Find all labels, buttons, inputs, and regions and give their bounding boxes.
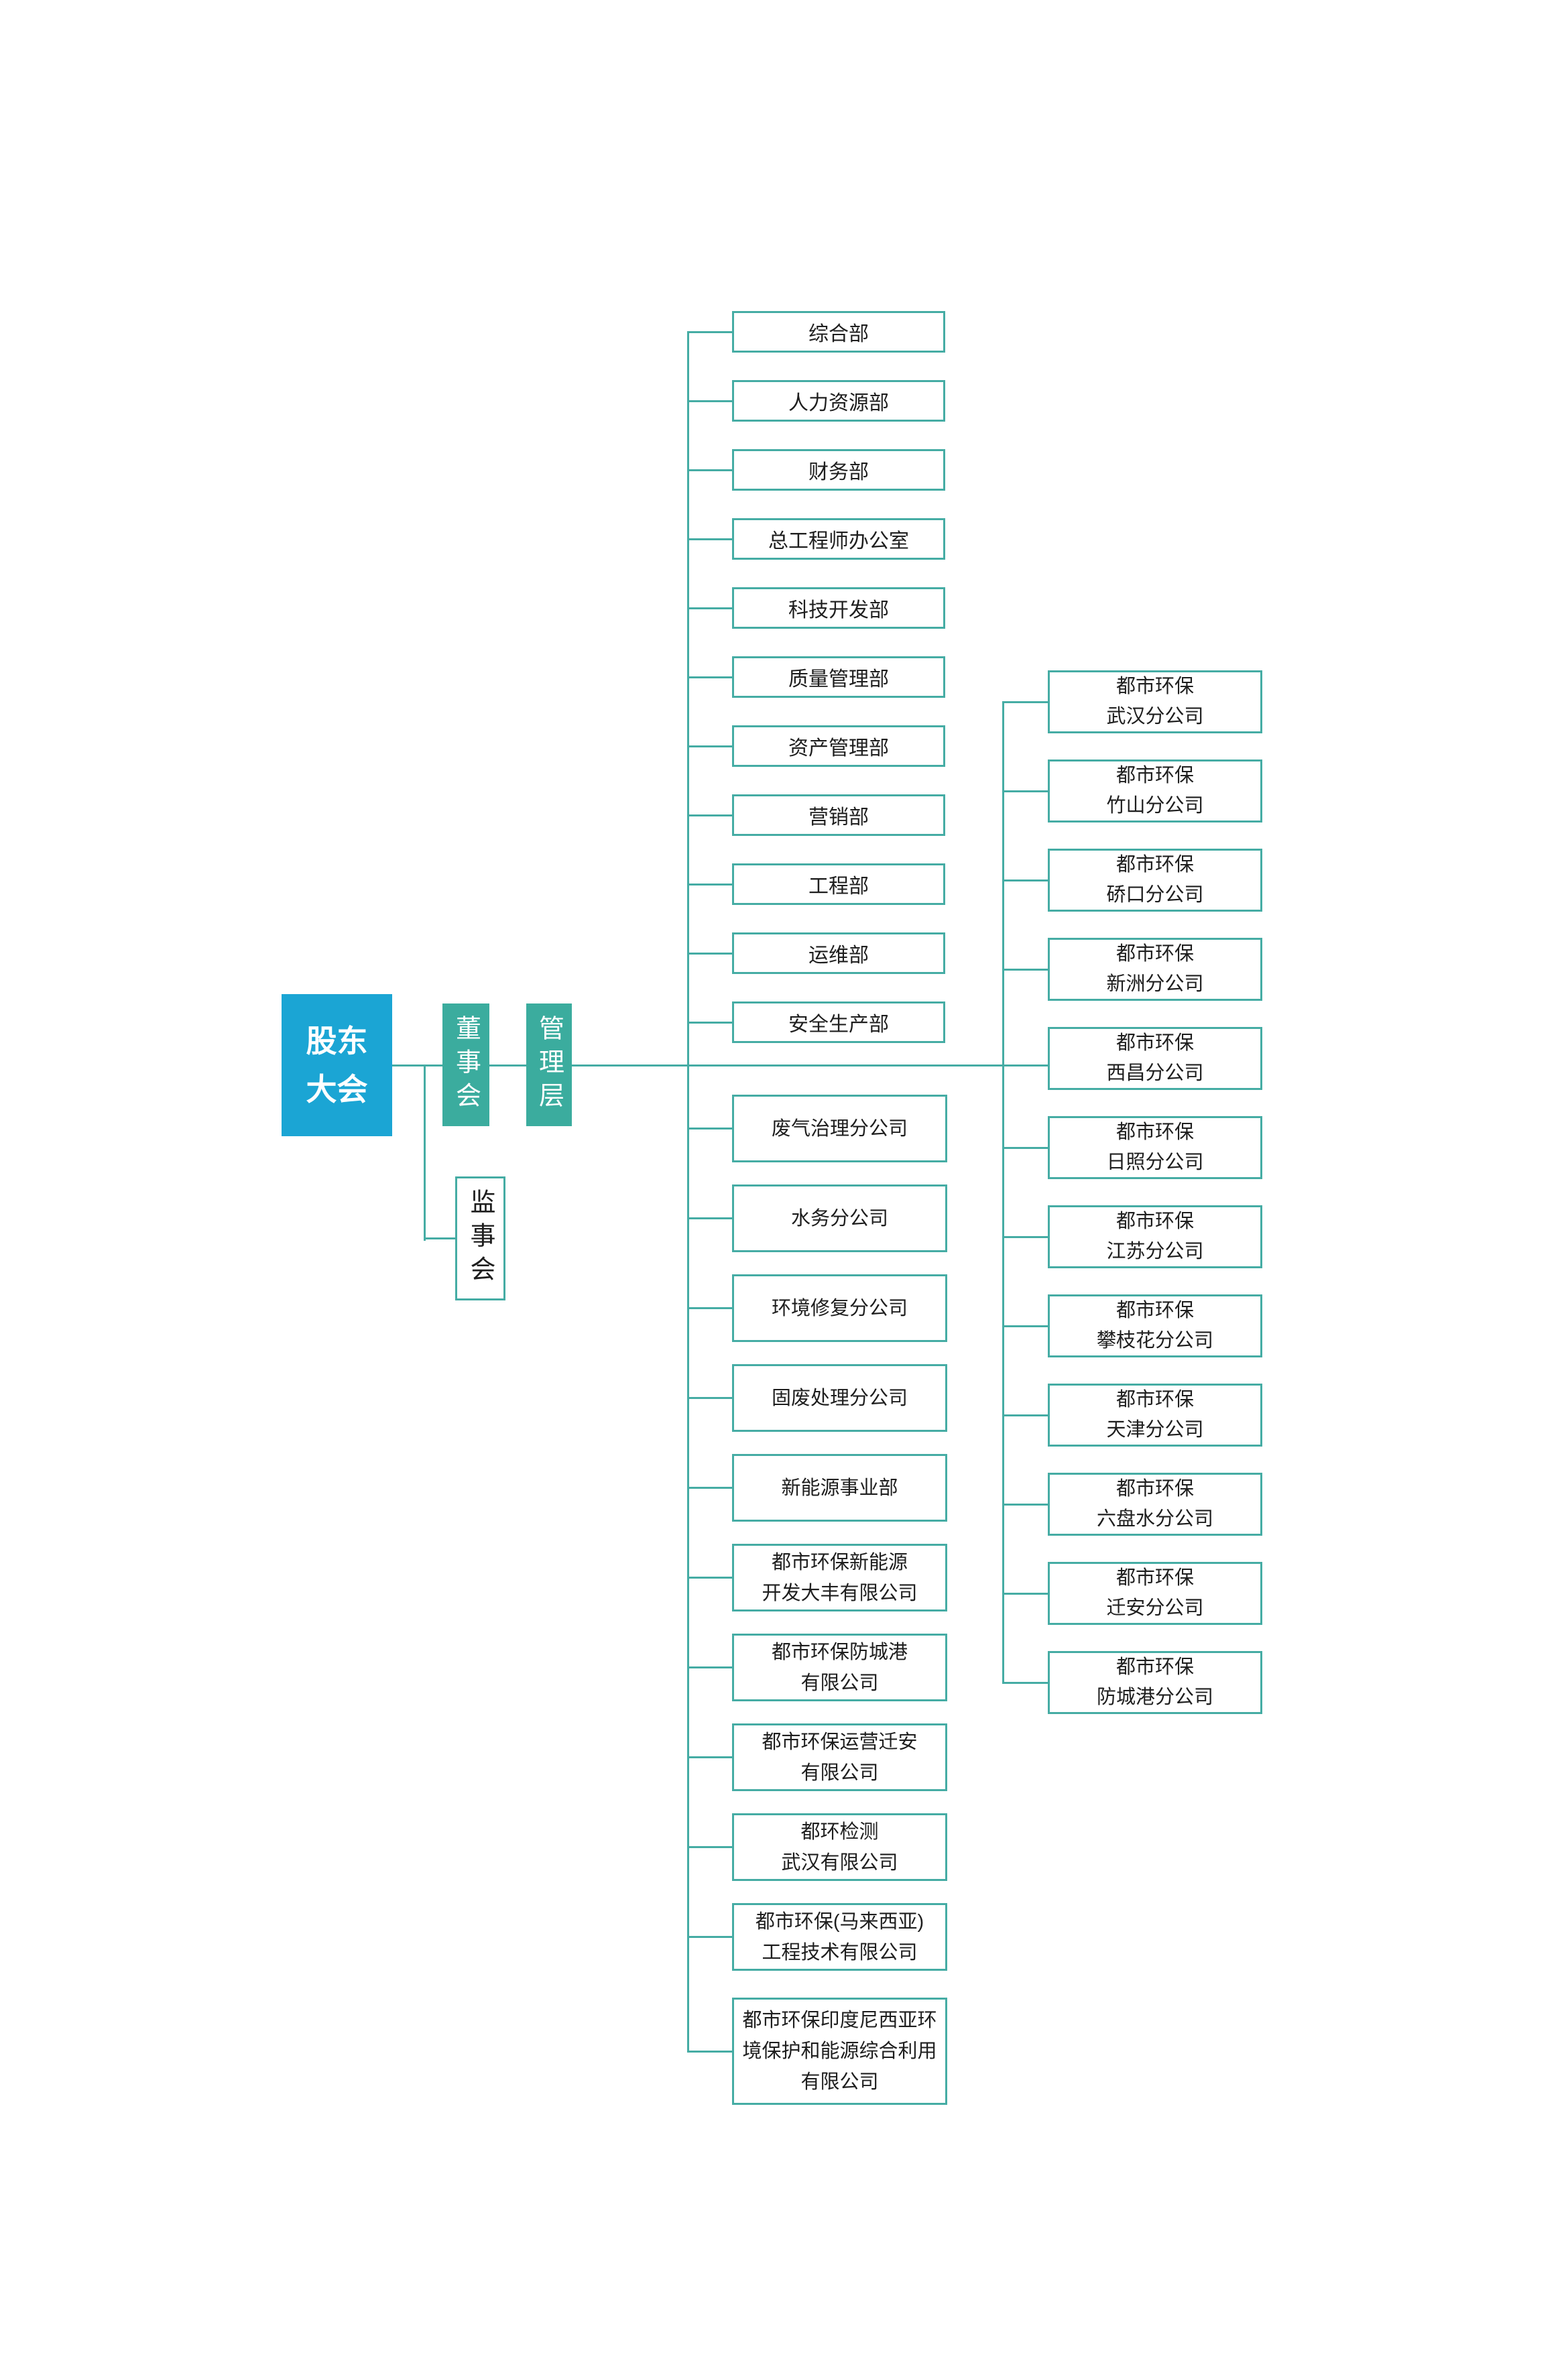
shareholders-meeting-box: 股东 大会	[282, 994, 392, 1136]
subsidiary-box-fangchenggang: 都市环保防城港 有限公司	[732, 1634, 947, 1701]
branch-box-qianan: 都市环保 迁安分公司	[1048, 1562, 1262, 1625]
branch-box-tianjin: 都市环保 天津分公司	[1048, 1384, 1262, 1447]
department-box-chief-engineer-office: 总工程师办公室	[732, 518, 945, 560]
connector-dept-stub	[687, 607, 732, 609]
connector-subsidiary-stub	[687, 1486, 732, 1489]
subsidiary-box-new-energy-division: 新能源事业部	[732, 1454, 947, 1522]
connector-branch-stub	[1002, 1146, 1048, 1149]
connector-branch-stub	[1002, 1414, 1048, 1416]
connector-dept-stub	[687, 814, 732, 816]
branch-box-fangchenggang: 都市环保 防城港分公司	[1048, 1651, 1262, 1714]
connector-subsidiary-stub	[687, 2050, 732, 2053]
branch-box-xinzhou: 都市环保 新洲分公司	[1048, 938, 1262, 1001]
management-box: 管理层	[526, 1003, 572, 1126]
department-box-general: 综合部	[732, 311, 945, 353]
subsidiary-box-indonesia: 都市环保印度尼西亚环 境保护和能源综合利用 有限公司	[732, 1998, 947, 2105]
connector-dept-stub	[687, 952, 732, 955]
connector-subsidiary-stub	[687, 1127, 732, 1130]
connector-subsidiary-stub	[687, 1845, 732, 1848]
connector-subsidiary-stub	[687, 1576, 732, 1579]
branch-box-xichang: 都市环保 西昌分公司	[1048, 1027, 1262, 1090]
connector-dept-stub	[687, 400, 732, 402]
connector-dept-stub	[687, 745, 732, 747]
connector-branch-stub	[1002, 1503, 1048, 1506]
connector-subsidiary-stub	[687, 1306, 732, 1309]
department-box-assets: 资产管理部	[732, 725, 945, 767]
branch-box-liupanshui: 都市环保 六盘水分公司	[1048, 1473, 1262, 1536]
connector-dept-stub	[687, 676, 732, 678]
connector-main-horizontal	[392, 1064, 1048, 1067]
department-box-safety: 安全生产部	[732, 1001, 945, 1043]
connector-supervisors-vertical	[424, 1064, 426, 1241]
connector-dept-stub	[687, 330, 732, 333]
connector-middle-trunk	[687, 330, 689, 2053]
branch-box-rizhao: 都市环保 日照分公司	[1048, 1116, 1262, 1179]
connector-branch-stub	[1002, 968, 1048, 971]
connector-right-trunk	[1002, 701, 1004, 1684]
connector-branch-stub	[1002, 1681, 1048, 1684]
subsidiary-box-malaysia: 都市环保(马来西亚) 工程技术有限公司	[732, 1903, 947, 1971]
connector-branch-stub	[1002, 1592, 1048, 1595]
branch-box-zhushan: 都市环保 竹山分公司	[1048, 759, 1262, 823]
connector-dept-stub	[687, 469, 732, 471]
subsidiary-box-environment-restoration: 环境修复分公司	[732, 1274, 947, 1342]
connector-branch-stub	[1002, 790, 1048, 792]
department-box-engineering: 工程部	[732, 863, 945, 905]
connector-branch-stub	[1002, 1325, 1048, 1327]
department-box-hr: 人力资源部	[732, 380, 945, 422]
connector-supervisors-horizontal	[424, 1237, 455, 1239]
connector-branch-stub	[1002, 701, 1048, 703]
subsidiary-box-water: 水务分公司	[732, 1184, 947, 1252]
supervisory-board-box: 监事会	[455, 1176, 505, 1300]
branch-box-jiangsu: 都市环保 江苏分公司	[1048, 1205, 1262, 1268]
department-box-operations: 运维部	[732, 932, 945, 974]
connector-branch-stub	[1002, 879, 1048, 881]
subsidiary-box-duhuan-testing: 都环检测 武汉有限公司	[732, 1813, 947, 1881]
connector-subsidiary-stub	[687, 1666, 732, 1668]
connector-dept-stub	[687, 883, 732, 886]
connector-subsidiary-stub	[687, 1935, 732, 1938]
subsidiary-box-dafeng-new-energy: 都市环保新能源 开发大丰有限公司	[732, 1544, 947, 1611]
connector-subsidiary-stub	[687, 1217, 732, 1219]
branch-box-wuhan: 都市环保 武汉分公司	[1048, 670, 1262, 733]
connector-branch-stub	[1002, 1235, 1048, 1238]
connector-subsidiary-stub	[687, 1756, 732, 1758]
connector-subsidiary-stub	[687, 1396, 732, 1399]
board-of-directors-box: 董事会	[442, 1003, 489, 1126]
department-box-marketing: 营销部	[732, 794, 945, 836]
connector-dept-stub	[687, 538, 732, 540]
branch-box-qiaokou: 都市环保 硚口分公司	[1048, 849, 1262, 912]
branch-box-panzhihua: 都市环保 攀枝花分公司	[1048, 1294, 1262, 1357]
department-box-finance: 财务部	[732, 449, 945, 491]
subsidiary-box-waste-gas: 废气治理分公司	[732, 1095, 947, 1162]
subsidiary-box-qianan-operations: 都市环保运营迁安 有限公司	[732, 1723, 947, 1791]
department-box-quality: 质量管理部	[732, 656, 945, 698]
connector-dept-stub	[687, 1021, 732, 1024]
department-box-tech-development: 科技开发部	[732, 587, 945, 629]
subsidiary-box-solid-waste: 固废处理分公司	[732, 1364, 947, 1432]
